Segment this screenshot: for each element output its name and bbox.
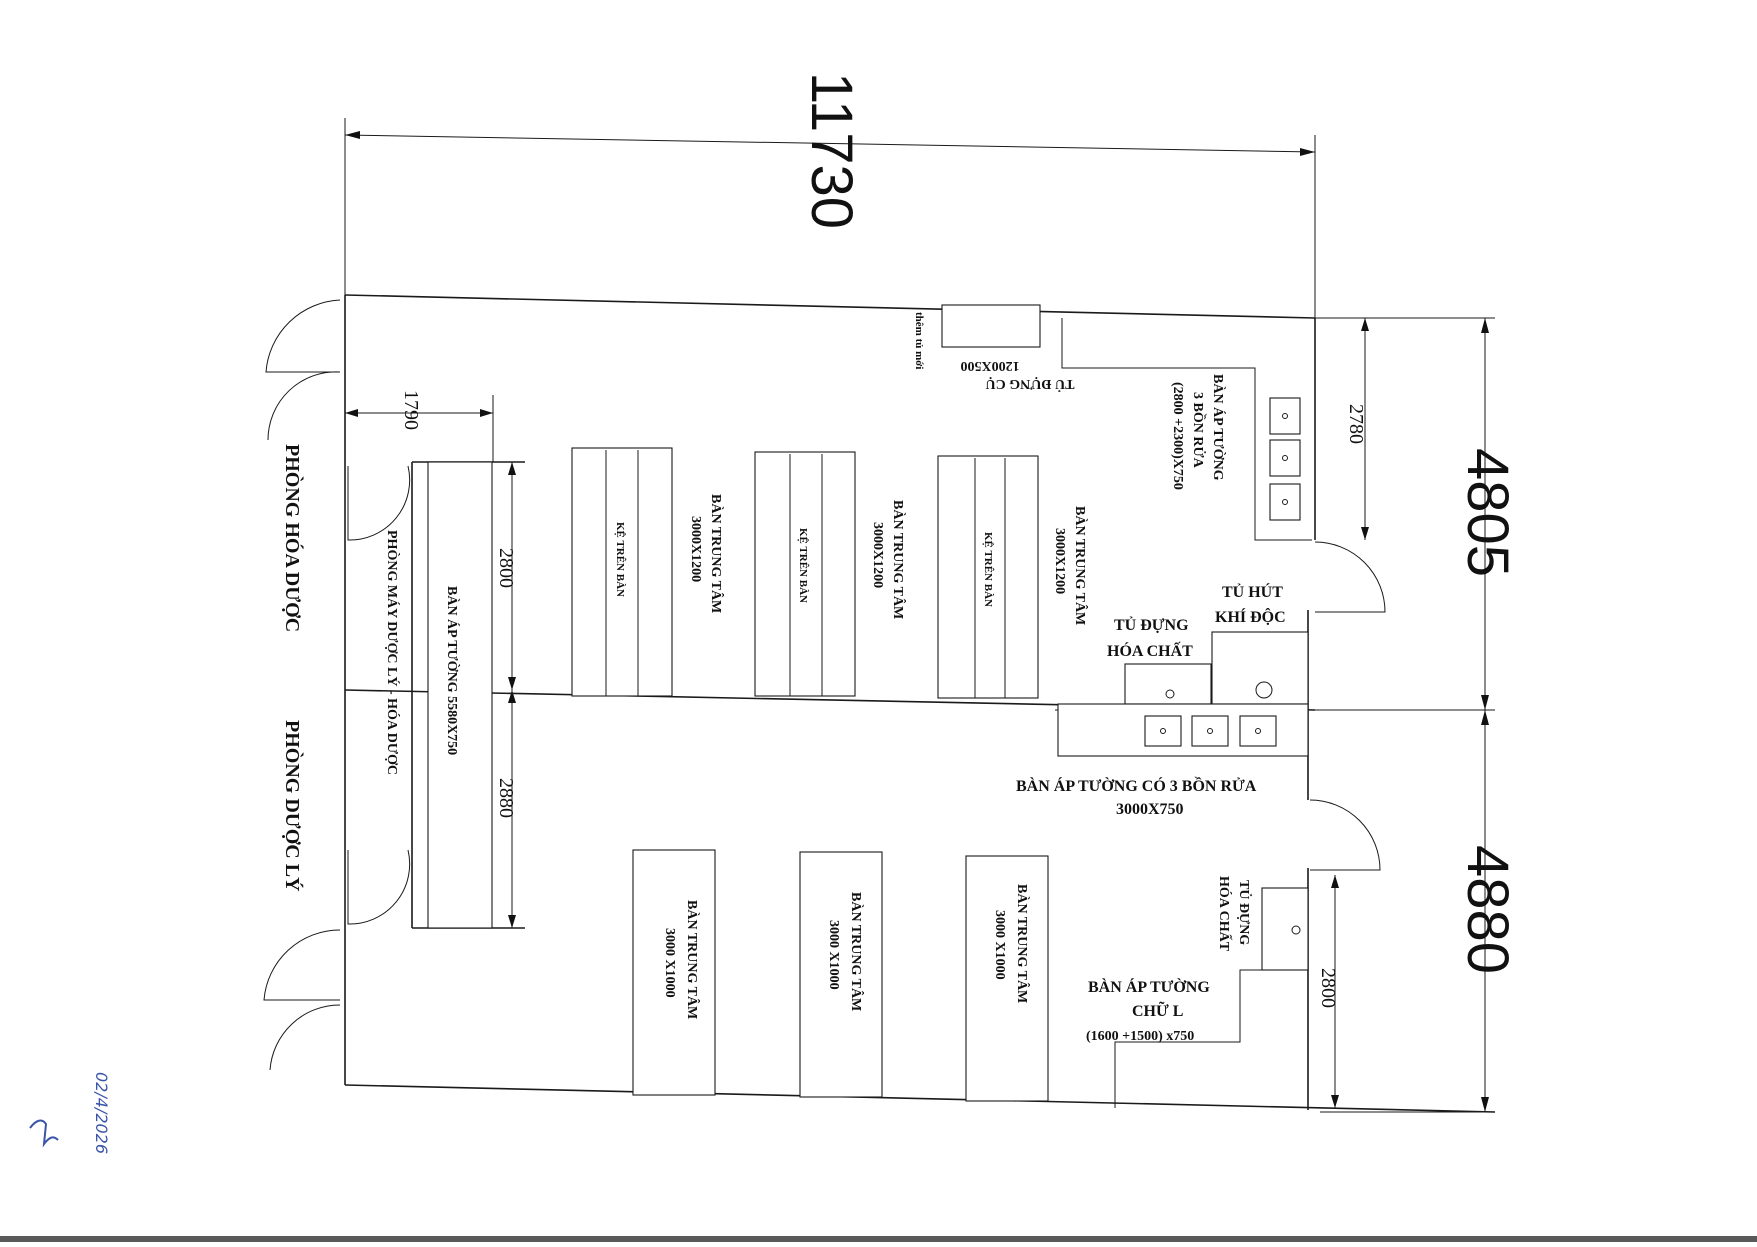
handwritten-date: 02/4/2026 [92, 1072, 111, 1154]
dimension-11730: 11730 [344, 72, 1316, 330]
wall-bench-long [427, 461, 493, 929]
fume-hood-l1: TỦ HÚT [1222, 582, 1283, 601]
center-bench-3-size: 3000X1200 [1052, 528, 1067, 594]
dim-2880-left-label: 2880 [495, 778, 517, 818]
dimension-2780: 2780 [1345, 318, 1369, 540]
wall-bench-top-l1: BÀN ÁP TƯỜNG [1210, 374, 1227, 481]
center-bench-1-name: BÀN TRUNG TÂM [708, 494, 725, 613]
room-label-machine: PHÒNG MÁY DƯỢC LÝ - HÓA DƯỢC [384, 530, 401, 775]
dim-11730-label: 11730 [799, 72, 864, 229]
center-bench-5-name: BÀN TRUNG TÂM [848, 892, 865, 1011]
tool-cabinet-note: thêm tủ mới [913, 312, 925, 369]
lshape-l1: BÀN ÁP TƯỜNG [1088, 977, 1210, 996]
chem-cabinet2-l2: HÓA CHẤT [1216, 876, 1233, 952]
chem-cabinet-l1: TỦ ĐỰNG [1114, 615, 1189, 634]
chem-cabinet2-l1: TỦ ĐỰNG [1236, 880, 1253, 945]
room-label-duoc-ly: PHÒNG DƯỢC LÝ [281, 720, 305, 892]
wall-bench-3-sinks-top: BÀN ÁP TƯỜNG 3 BỒN RỬA (2800 +2300)X750 [1061, 318, 1312, 541]
wall-bench-top-l3: (2800 +2300)X750 [1170, 382, 1185, 490]
lshape-l3: (1600 +1500) x750 [1086, 1029, 1194, 1044]
dimension-2800-right: 2800 [1317, 875, 1339, 1108]
tool-cabinet-size: 1200X500 [960, 358, 1019, 373]
lshape-l2: CHỮ L [1132, 1000, 1183, 1020]
shelf-label-1: KỆ TRÊN BÀN [614, 522, 627, 597]
center-bench-4-size: 3000 X1000 [662, 928, 677, 998]
center-bench-5-size: 3000 X1000 [826, 920, 841, 990]
dim-4805-label: 4805 [1455, 448, 1520, 577]
dim-2800-left-label: 2800 [495, 548, 517, 588]
shelf-label-2: KỆ TRÊN BÀN [797, 528, 810, 603]
center-bench-2-size: 3000X1200 [870, 522, 885, 588]
handwritten-annotation: 02/4/2026 [29, 1072, 111, 1154]
dimension-1790: 1790 [345, 390, 494, 462]
room-label-hoa-duoc: PHÒNG HÓA DƯỢC [281, 444, 305, 632]
dim-2800-right-label: 2800 [1317, 968, 1339, 1008]
dim-4880-label: 4880 [1455, 845, 1520, 974]
dim-2780-label: 2780 [1345, 404, 1367, 444]
center-benches-room2: BÀN TRUNG TÂM 3000 X1000 BÀN TRUNG TÂM 3… [632, 849, 1049, 1102]
wall-bench-long-label: BÀN ÁP TƯỜNG 5580X750 [444, 586, 461, 755]
signature-mark [29, 1119, 59, 1148]
wall-bench-mid-l1: BÀN ÁP TƯỜNG CÓ 3 BỒN RỬA [1016, 775, 1257, 795]
wall-bench-top-l2: 3 BỒN RỬA [1190, 392, 1208, 469]
shelf-label-3: KỆ TRÊN BÀN [982, 532, 995, 607]
wall-bench-3-sinks-mid: BÀN ÁP TƯỜNG CÓ 3 BỒN RỬA 3000X750 [1016, 703, 1309, 818]
wall-bench-mid-l2: 3000X750 [1116, 801, 1184, 818]
chem-cabinet-l2: HÓA CHẤT [1107, 641, 1193, 660]
dim-1790-label: 1790 [400, 390, 422, 430]
center-bench-1-size: 3000X1200 [688, 516, 703, 582]
fume-hood-l2: KHÍ ĐỘC [1215, 607, 1286, 626]
center-benches-room1: KỆ TRÊN BÀN BÀN TRUNG TÂM 3000X1200 KỆ T… [571, 447, 1089, 699]
center-bench-6-size: 3000 X1000 [992, 910, 1007, 980]
center-bench-2-name: BÀN TRUNG TÂM [890, 500, 907, 619]
tool-cabinet-name: TỦ ĐỰNG CỤ [986, 376, 1075, 393]
fume-hood-area: TỦ HÚT KHÍ ĐỘC TỦ ĐỰNG HÓA CHẤT [1107, 582, 1309, 705]
doors [263, 299, 1386, 1071]
center-bench-3-name: BÀN TRUNG TÂM [1072, 506, 1089, 625]
center-bench-4-name: BÀN TRUNG TÂM [684, 900, 701, 1019]
scan-edge [0, 1236, 1757, 1242]
tool-cabinet: TỦ ĐỰNG CỤ 1200X500 thêm tủ mới [913, 304, 1075, 393]
center-bench-6-name: BÀN TRUNG TÂM [1014, 884, 1031, 1003]
lshape-bench-area: TỦ ĐỰNG HÓA CHẤT BÀN ÁP TƯỜNG CHỮ L (160… [1086, 876, 1309, 1108]
